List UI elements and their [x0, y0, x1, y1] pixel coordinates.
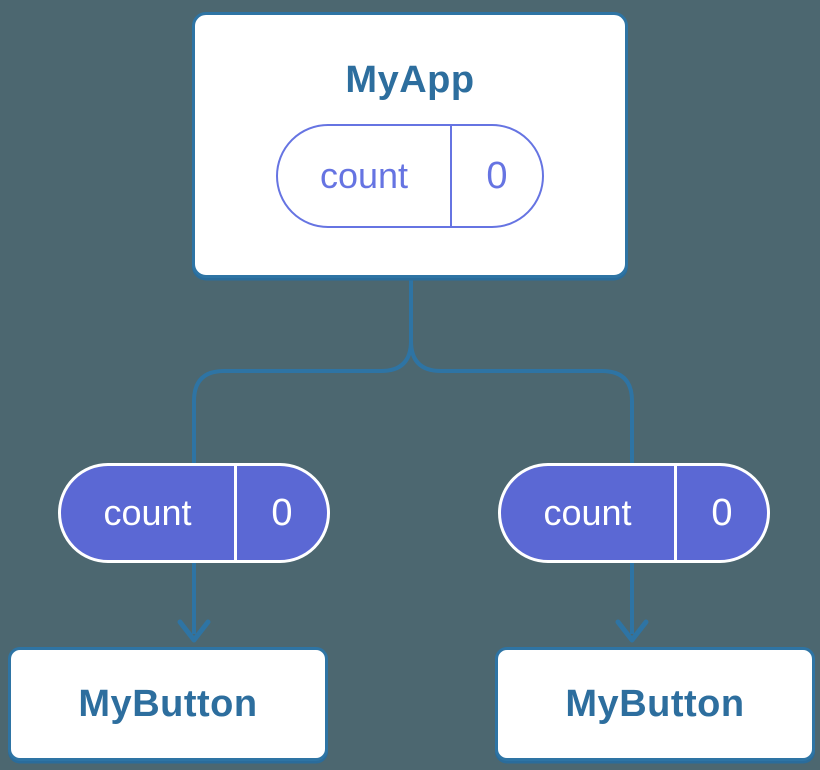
prop-name: count — [103, 492, 192, 533]
child-node-title: MyButton — [565, 682, 745, 725]
state-pill: count 0 — [276, 124, 544, 228]
child-node-mybutton-left: MyButton — [8, 647, 328, 761]
root-node-title: MyApp — [345, 59, 475, 101]
branch-right-line — [409, 276, 634, 634]
child-node-title: MyButton — [78, 682, 258, 725]
state-pill-divider — [450, 126, 452, 226]
prop-pill-divider — [234, 466, 237, 560]
state-name: count — [319, 155, 409, 196]
child-node-mybutton-right: MyButton — [495, 647, 815, 761]
prop-pill-right: count 0 — [498, 463, 770, 563]
prop-value: 0 — [271, 491, 293, 534]
prop-pill-divider — [674, 466, 677, 560]
prop-value: 0 — [711, 491, 733, 534]
root-node-myapp: MyApp count 0 — [192, 12, 628, 278]
arrowhead-right — [615, 619, 649, 643]
prop-pill-left: count 0 — [58, 463, 330, 563]
branch-left-line — [192, 276, 413, 634]
prop-name: count — [543, 492, 632, 533]
state-value: 0 — [486, 154, 508, 197]
arrowhead-left — [177, 619, 211, 643]
